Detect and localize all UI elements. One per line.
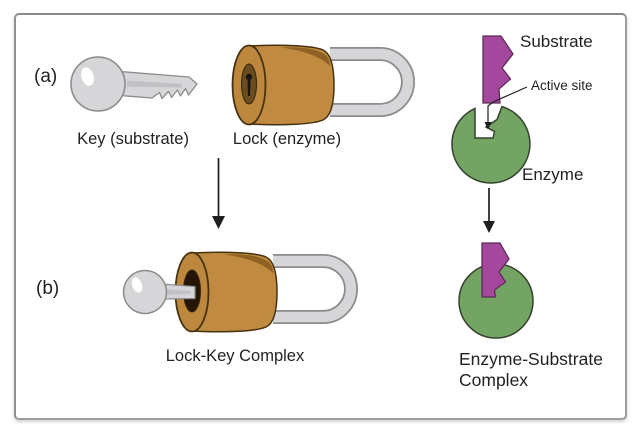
substrate-label: Substrate bbox=[520, 32, 593, 51]
lock-keyhole-slot-top bbox=[245, 73, 253, 81]
enzyme-substrate-complex-caption: Enzyme-Substrate Complex bbox=[459, 349, 603, 391]
active-site-pointer bbox=[484, 86, 528, 130]
lock-keyhole-slot bbox=[247, 79, 251, 96]
enzyme-substrate-complex-graphic bbox=[458, 242, 534, 339]
lock-body-shading bbox=[281, 47, 330, 66]
enzyme-shape bbox=[451, 105, 531, 184]
lock-body-shading bbox=[224, 254, 273, 273]
lock-shackle bbox=[273, 255, 357, 323]
panel-b-label: (b) bbox=[36, 278, 60, 299]
inserted-key-highlight bbox=[131, 277, 143, 293]
key-shaft-groove bbox=[127, 80, 182, 88]
panel-a-label: (a) bbox=[34, 66, 58, 87]
inserted-key-head bbox=[122, 269, 168, 315]
key-head bbox=[70, 56, 126, 112]
lock-caption: Lock (enzyme) bbox=[232, 130, 342, 148]
complex-substrate bbox=[481, 242, 510, 298]
inserted-key-shaft-groove bbox=[165, 289, 191, 295]
key-head-highlight bbox=[81, 67, 94, 86]
enzyme-substrate-caption-line2: Complex bbox=[459, 370, 529, 390]
padlock-graphic bbox=[231, 44, 415, 126]
down-arrow-left bbox=[212, 158, 225, 229]
down-arrow-right bbox=[483, 188, 495, 233]
lock-key-complex-graphic bbox=[122, 251, 358, 333]
enzyme-label: Enzyme bbox=[522, 165, 584, 184]
enzyme-substrate-caption-line1: Enzyme-Substrate bbox=[459, 349, 603, 369]
key-caption: Key (substrate) bbox=[77, 130, 189, 148]
lock-key-complex-caption: Lock-Key Complex bbox=[165, 347, 305, 365]
active-site-label: Active site bbox=[531, 78, 593, 93]
substrate-shape bbox=[482, 35, 514, 104]
lock-shackle bbox=[330, 48, 414, 116]
key-graphic bbox=[70, 56, 198, 112]
